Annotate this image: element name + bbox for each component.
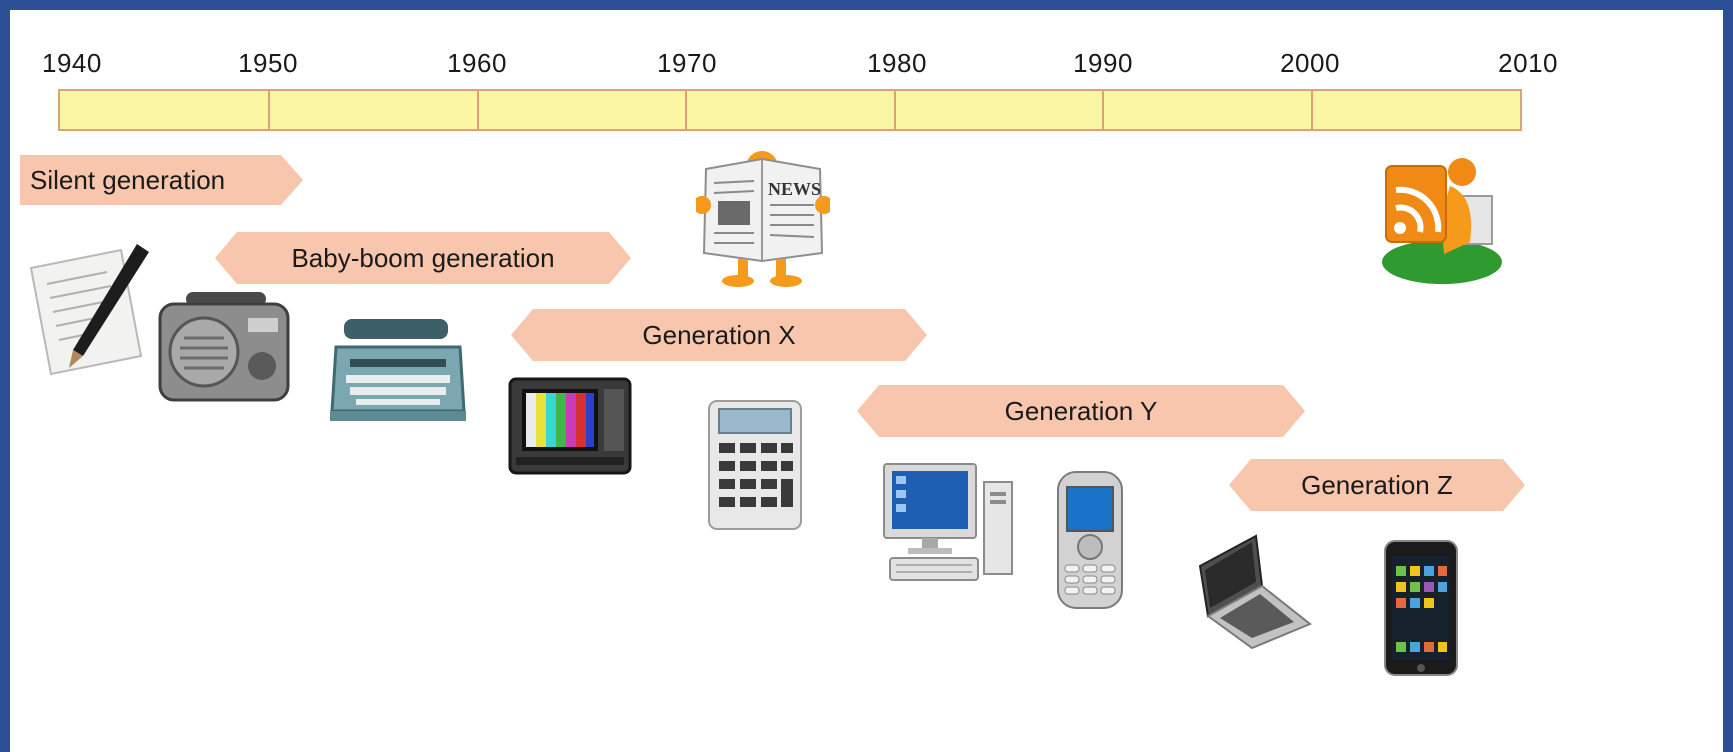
year-label-2010: 2010 bbox=[1498, 48, 1558, 78]
generation-y-label: Generation Y bbox=[1004, 395, 1158, 426]
year-label-2000: 2000 bbox=[1280, 48, 1340, 78]
baby-boom-generation-label: Baby-boom generation bbox=[291, 242, 555, 273]
calculator-icon bbox=[708, 400, 802, 530]
timeline-bar bbox=[58, 89, 1522, 131]
year-label-1980: 1980 bbox=[867, 48, 927, 78]
newspaper-reader-icon: NEWS bbox=[696, 151, 830, 287]
generation-x-arrow: Generation X bbox=[511, 309, 927, 361]
generation-y-arrow: Generation Y bbox=[857, 385, 1305, 437]
television-icon bbox=[508, 377, 632, 475]
smartphone-icon bbox=[1384, 540, 1458, 676]
year-label-1940: 1940 bbox=[42, 48, 102, 78]
generations-timeline-diagram: 1940 1950 1960 1970 1980 1990 2000 2010 … bbox=[10, 10, 1723, 752]
newspaper-headline: NEWS bbox=[768, 179, 821, 199]
baby-boom-generation-arrow: Baby-boom generation bbox=[215, 232, 631, 284]
desktop-computer-icon bbox=[883, 463, 1013, 581]
timeline-divider bbox=[894, 91, 896, 129]
year-label-1950: 1950 bbox=[238, 48, 298, 78]
laptop-icon bbox=[1198, 534, 1312, 650]
timeline-divider bbox=[268, 91, 270, 129]
generation-z-label: Generation Z bbox=[1301, 469, 1453, 500]
timeline-divider bbox=[685, 91, 687, 129]
pen-and-paper-icon bbox=[29, 244, 149, 376]
silent-generation-arrow: Silent generation bbox=[20, 155, 303, 205]
timeline-divider bbox=[477, 91, 479, 129]
year-label-1990: 1990 bbox=[1073, 48, 1133, 78]
mobile-phone-icon bbox=[1057, 471, 1123, 609]
generation-x-label: Generation X bbox=[642, 319, 796, 350]
typewriter-icon bbox=[330, 319, 466, 421]
year-label-1960: 1960 bbox=[447, 48, 507, 78]
generation-z-arrow: Generation Z bbox=[1229, 459, 1525, 511]
timeline-divider bbox=[1311, 91, 1313, 129]
silent-generation-label: Silent generation bbox=[30, 164, 226, 195]
year-label-1970: 1970 bbox=[657, 48, 717, 78]
rss-reader-icon bbox=[1382, 158, 1502, 284]
radio-icon bbox=[158, 292, 290, 402]
timeline-divider bbox=[1102, 91, 1104, 129]
